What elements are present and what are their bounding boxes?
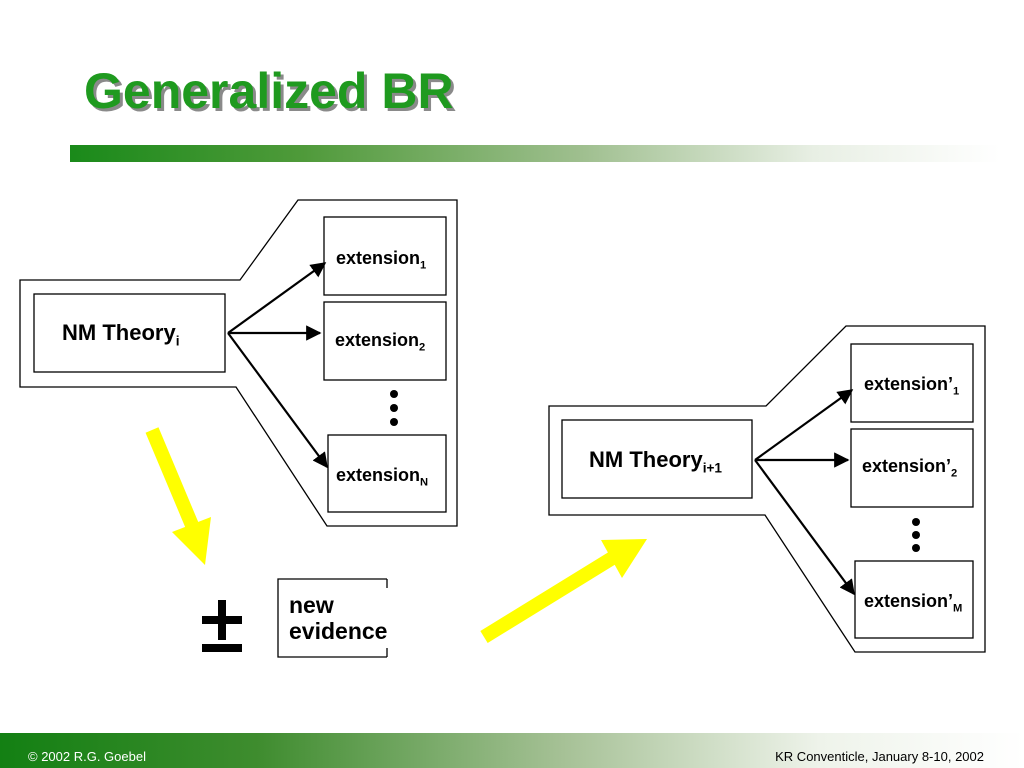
evidence-label: new evidence	[289, 592, 409, 644]
evidence-line-1: new	[289, 592, 334, 618]
slide-title: Generalized BR	[84, 63, 454, 119]
right-callout-outline	[548, 325, 986, 653]
left-extension-1-box	[323, 216, 447, 296]
left-ellipsis-dot-1	[390, 390, 398, 398]
evidence-box	[277, 578, 387, 658]
right-extension-1-label: extension’1	[864, 374, 960, 398]
right-extension-m-box	[854, 560, 974, 639]
right-theory-label: NM Theoryi+1	[589, 447, 723, 476]
yellow-arrow-up	[480, 539, 647, 643]
left-extension-2-label: extension2	[335, 330, 426, 354]
right-extension-1-box	[850, 343, 974, 423]
left-extension-1-label: extension1	[336, 248, 427, 272]
left-ellipsis-dot-2	[390, 404, 398, 412]
left-extension-2-box	[323, 301, 447, 381]
left-arrow-n	[227, 332, 328, 469]
left-extension-n-label: extensionN	[336, 465, 429, 489]
left-callout-outline	[19, 199, 458, 527]
left-extension-n-box	[327, 434, 447, 513]
footer-copyright: © 2002 R.G. Goebel	[28, 749, 146, 764]
right-ellipsis-dot-1	[912, 518, 920, 526]
left-theory-box	[33, 293, 226, 373]
right-ellipsis-dot-2	[912, 531, 920, 539]
yellow-arrow-down	[145, 427, 211, 565]
footer-event: KR Conventicle, January 8-10, 2002	[775, 749, 984, 764]
left-ellipsis-dot-3	[390, 418, 398, 426]
footer-bar	[0, 733, 1024, 768]
right-extension-m-label: extension’M	[864, 591, 963, 615]
left-arrow-1	[227, 262, 327, 334]
title-underline-bar	[70, 145, 1000, 162]
evidence-line-2: evidence	[289, 618, 388, 644]
right-extension-2-label: extension’2	[862, 456, 958, 480]
right-arrow-m	[754, 459, 855, 596]
right-ellipsis-dot-3	[912, 544, 920, 552]
left-theory-label: NM Theoryi	[62, 320, 180, 349]
right-arrow-1	[754, 389, 854, 461]
right-theory-box	[561, 419, 753, 499]
right-extension-2-box	[850, 428, 974, 508]
plus-minus-icon	[202, 600, 242, 652]
